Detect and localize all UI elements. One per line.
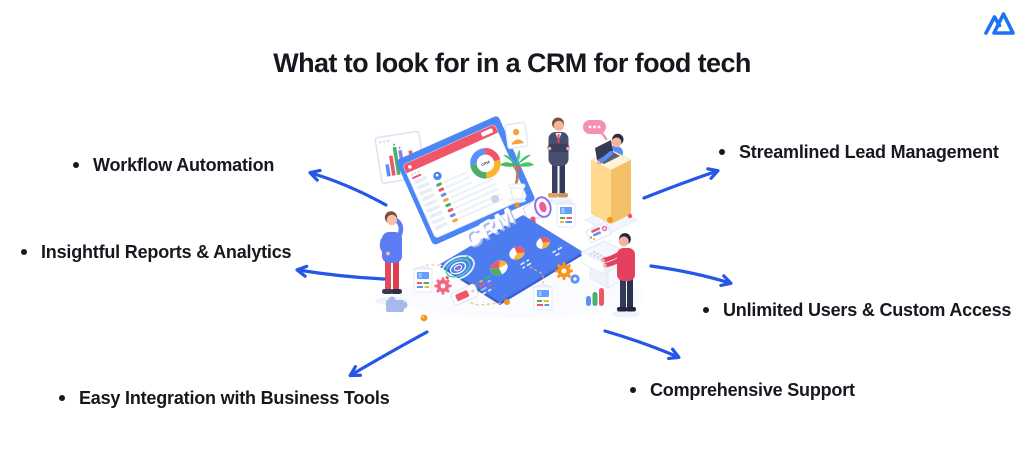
arrow-to-comprehensive-support (603, 329, 681, 361)
person-red-shirt (601, 233, 640, 318)
pie-chart (536, 237, 550, 249)
gear-icon (434, 277, 452, 295)
crm-illustration: CRM (374, 116, 643, 322)
page-title: What to look for in a CRM for food tech (273, 48, 751, 79)
red-ball (627, 213, 633, 219)
orange-ball (514, 202, 520, 208)
browser-titlebar (403, 125, 498, 173)
feature-workflow-automation: Workflow Automation (73, 154, 274, 176)
feature-label: Workflow Automation (93, 154, 275, 175)
feature-label: Insightful Reports & Analytics (41, 241, 292, 262)
picture-frame (504, 121, 529, 150)
phone (450, 283, 479, 306)
feature-label: Easy Integration with Business Tools (79, 387, 390, 408)
terminal-kiosk (580, 221, 640, 318)
server-stack (532, 283, 554, 311)
bullet-dot (719, 149, 725, 155)
browser-list-rows (436, 171, 504, 223)
kiosk-screen (585, 221, 612, 244)
feature-easy-integration-business-tools: Easy Integration with Business Tools (59, 387, 390, 409)
pie-chart (509, 246, 525, 260)
feature-label: Comprehensive Support (650, 379, 855, 400)
panel-dashes (520, 259, 532, 269)
puzzle-piece-icon (386, 296, 408, 312)
mountain-logo-icon (984, 12, 1015, 35)
gray-ball (491, 195, 499, 203)
bullet-dot (73, 162, 79, 168)
bullet-dot (59, 395, 65, 401)
orange-ball (420, 314, 428, 322)
browser-window: CRM (396, 116, 535, 245)
scene-shadow (393, 274, 643, 318)
crm-donut-text: CRM (481, 160, 491, 167)
target-rings (441, 255, 475, 281)
gear-pair-icon (555, 262, 580, 284)
feature-comprehensive-support: Comprehensive Support (630, 379, 855, 401)
feature-label: Unlimited Users & Custom Access (723, 299, 1012, 320)
crm-donut-chart: CRM (470, 148, 501, 179)
server-stack (555, 200, 577, 228)
browser-sidebar (414, 176, 448, 230)
feature-streamlined-lead-management: Streamlined Lead Management (719, 141, 999, 163)
bullet-dot (21, 249, 27, 255)
bullet-dot (630, 387, 636, 393)
panel-dashes (552, 246, 563, 257)
orange-ball (607, 217, 613, 223)
crm-dashboard-panel (440, 215, 583, 302)
speech-bubble (583, 120, 608, 141)
person-suit-man (543, 117, 573, 205)
mini-bar-chart (586, 288, 604, 306)
palm-plant (500, 150, 534, 203)
server-stack (412, 265, 434, 293)
user-icon (512, 128, 520, 136)
feature-label: Streamlined Lead Management (739, 141, 999, 162)
arrow-to-easy-integration (348, 330, 429, 378)
orange-ball (504, 299, 510, 305)
feature-unlimited-users-custom-access: Unlimited Users & Custom Access (703, 299, 1011, 321)
bullet-dot (703, 307, 709, 313)
feature-insightful-reports-analytics: Insightful Reports & Analytics (21, 241, 292, 263)
pie-chart (490, 260, 508, 276)
